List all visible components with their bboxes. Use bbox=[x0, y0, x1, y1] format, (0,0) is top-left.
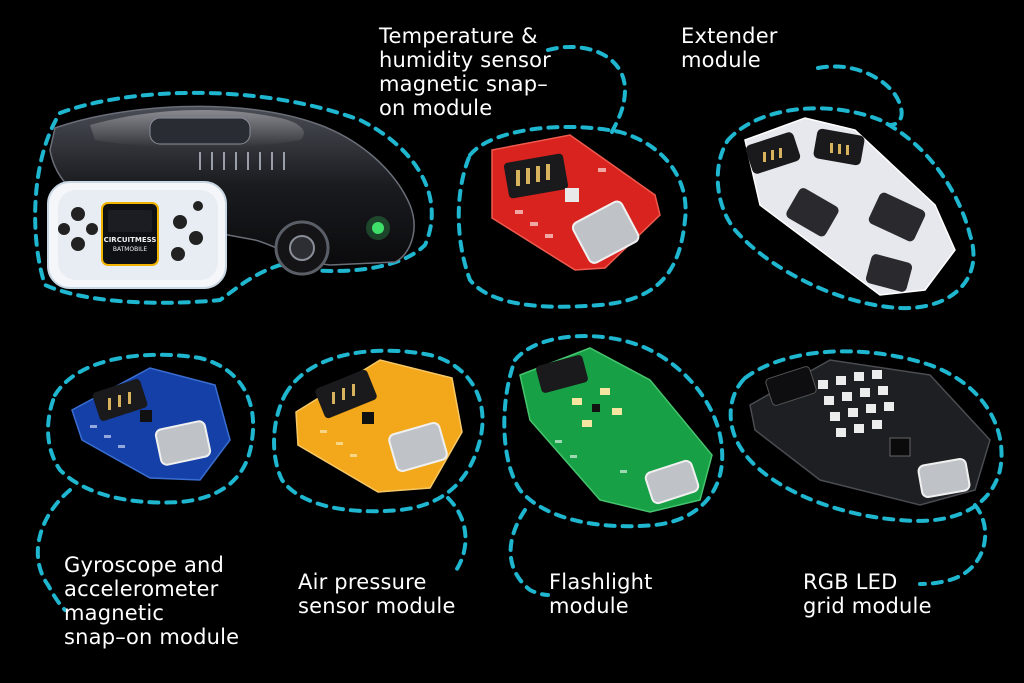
rgb-outline bbox=[728, 349, 1004, 523]
flashlight-module bbox=[519, 347, 713, 513]
rgb-led-module-label: RGB LED grid module bbox=[803, 570, 932, 618]
gyroscope-module bbox=[71, 367, 231, 481]
extender-outline bbox=[715, 106, 976, 311]
temperature-module bbox=[491, 134, 661, 271]
flash-leader bbox=[508, 508, 550, 597]
extender-module bbox=[744, 117, 956, 296]
temperature-module-label: Temperature & humidity sensor magnetic s… bbox=[379, 24, 552, 120]
flashlight-module-label: Flashlight module bbox=[549, 570, 653, 618]
flash-outline bbox=[502, 334, 725, 529]
air-outline bbox=[272, 348, 485, 514]
gyro-outline bbox=[46, 352, 256, 505]
rgb-leader bbox=[918, 503, 988, 586]
gyroscope-module-label: Gyroscope and accelerometer magnetic sna… bbox=[64, 553, 240, 649]
gyro-leader bbox=[35, 488, 72, 612]
rgb-led-module bbox=[749, 359, 991, 506]
console-brand-text: CIRCUITMESS bbox=[104, 236, 157, 244]
air-leader bbox=[446, 496, 468, 574]
console-model-text: BATMOBILE bbox=[113, 246, 148, 253]
air-pressure-module-label: Air pressure sensor module bbox=[298, 570, 456, 618]
air-pressure-module bbox=[295, 359, 463, 493]
temperature-leader bbox=[546, 44, 628, 134]
extender-module-label: Extender module bbox=[681, 24, 778, 72]
extender-leader bbox=[816, 64, 904, 127]
console-device: CIRCUITMESS BATMOBILE bbox=[47, 181, 227, 289]
temperature-outline bbox=[456, 124, 688, 309]
